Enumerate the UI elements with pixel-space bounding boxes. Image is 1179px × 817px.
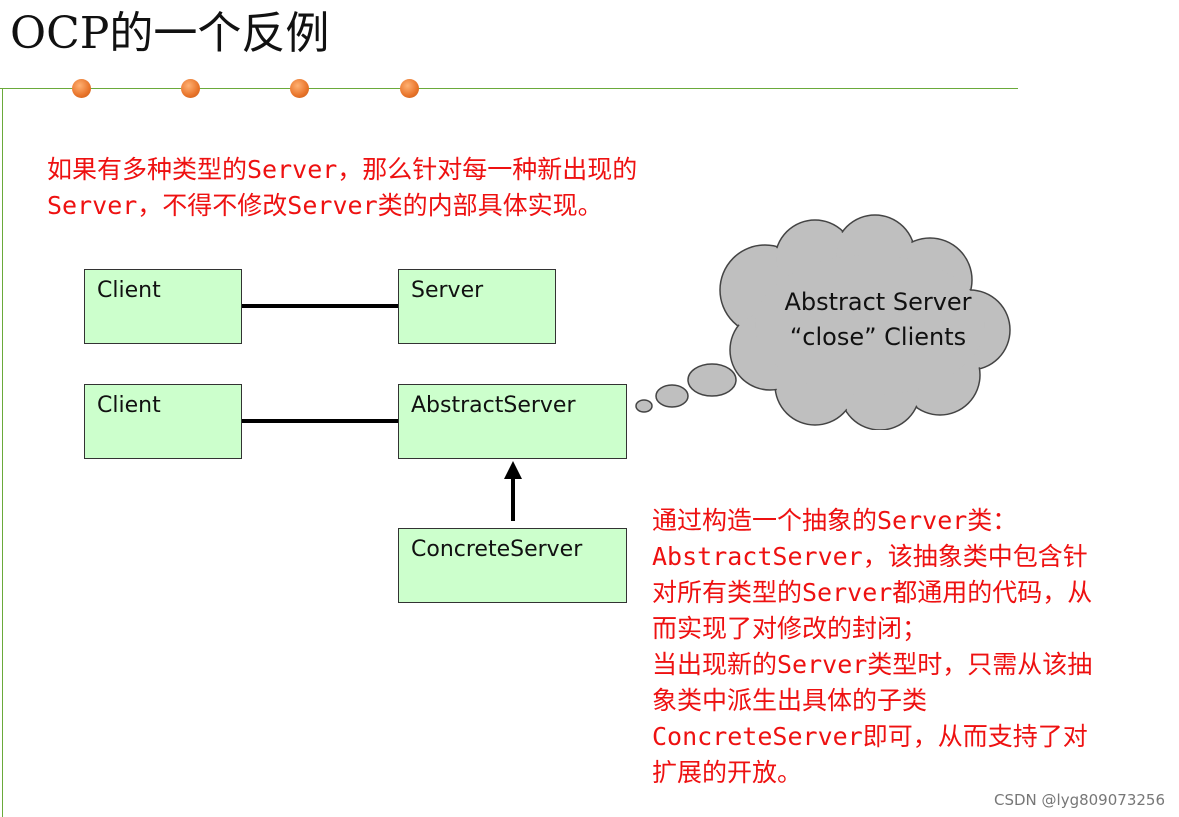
inheritance-arrow xyxy=(504,461,522,521)
concrete-server-box: ConcreteServer xyxy=(398,528,627,603)
intro-line-2: Server，不得不修改Server类的内部具体实现。 xyxy=(47,191,603,220)
cloud-bubble-large xyxy=(687,363,737,397)
explanation-line-5: 当出现新的Server类型时，只需从该抽 xyxy=(652,650,1093,679)
cloud-text-line-1: Abstract Server xyxy=(784,288,971,316)
cloud-text-line-2: “close” Clients xyxy=(790,323,966,351)
explanation-line-4: 而实现了对修改的封闭； xyxy=(652,614,928,643)
cloud-bubble-small xyxy=(635,399,653,413)
watermark: CSDN @lyg809073256 xyxy=(994,791,1165,809)
slide-title: OCP的一个反例 xyxy=(10,8,330,59)
abstract-server-box: AbstractServer xyxy=(398,384,627,459)
client-label-2: Client xyxy=(97,393,161,418)
cloud-bubble-medium xyxy=(655,384,689,408)
association-line-2 xyxy=(242,419,398,423)
explanation-line-1: 通过构造一个抽象的Server类： xyxy=(652,506,1018,535)
abstract-server-label: AbstractServer xyxy=(411,393,576,418)
server-label: Server xyxy=(411,278,484,303)
explanation-line-3: 对所有类型的Server都通用的代码，从 xyxy=(652,578,1093,607)
client-box-2: Client xyxy=(84,384,242,459)
bullet-dot-4 xyxy=(400,79,419,98)
client-box-1: Client xyxy=(84,269,242,344)
client-label-1: Client xyxy=(97,278,161,303)
explanation-line-2: AbstractServer，该抽象类中包含针 xyxy=(652,542,1088,571)
explanation-line-6: 象类中派生出具体的子类 xyxy=(652,686,928,715)
thought-cloud: Abstract Server “close” Clients xyxy=(635,214,1011,430)
association-line-1 xyxy=(242,304,398,308)
bullet-dot-3 xyxy=(290,79,309,98)
bullet-dot-2 xyxy=(181,79,200,98)
concrete-server-label: ConcreteServer xyxy=(411,537,583,562)
left-rule xyxy=(2,88,3,817)
bullet-dot-1 xyxy=(72,79,91,98)
server-box: Server xyxy=(398,269,556,344)
intro-line-1: 如果有多种类型的Server，那么针对每一种新出现的 xyxy=(47,155,638,184)
explanation-line-7: ConcreteServer即可，从而支持了对 xyxy=(652,722,1088,751)
header-rule xyxy=(0,88,1018,89)
explanation-line-8: 扩展的开放。 xyxy=(652,758,803,787)
